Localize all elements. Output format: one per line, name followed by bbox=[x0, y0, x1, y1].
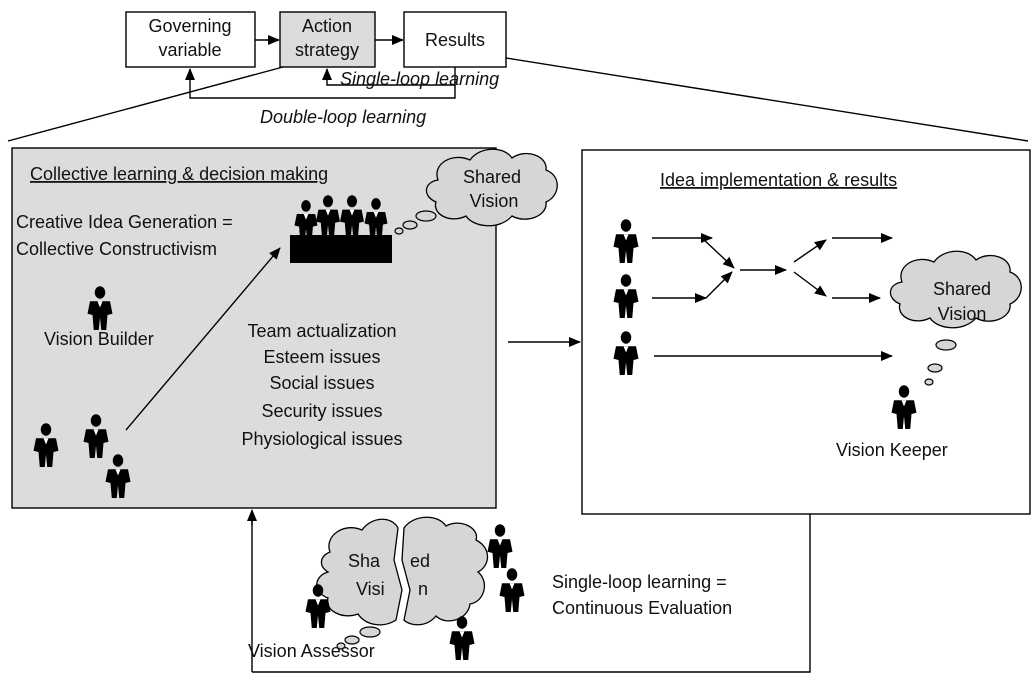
broken-cloud-text-right-1: ed bbox=[410, 551, 430, 571]
action-label-2: strategy bbox=[295, 40, 359, 60]
double-loop-arrow bbox=[185, 68, 456, 99]
action-strategy-box bbox=[279, 11, 376, 68]
cloud-right-text-2: Vision bbox=[938, 304, 987, 324]
cloud-right-text-1: Shared bbox=[933, 279, 991, 299]
assessor-person-icon-2 bbox=[499, 568, 525, 612]
broken-cloud-text-left-1: Sha bbox=[348, 551, 381, 571]
shared-vision-cloud-top bbox=[394, 148, 558, 235]
single-loop-arrow bbox=[322, 67, 456, 86]
results-box bbox=[403, 11, 507, 68]
governing-label-2: variable bbox=[158, 40, 221, 60]
governing-label-1: Governing bbox=[148, 16, 231, 36]
need-team-actualization: Team actualization bbox=[247, 321, 396, 341]
implementation-title: Idea implementation & results bbox=[660, 170, 897, 190]
need-security: Security issues bbox=[261, 401, 382, 421]
vision-builder-label: Vision Builder bbox=[44, 329, 154, 349]
double-loop-label: Double-loop learning bbox=[260, 107, 426, 127]
creative-idea-label-2: Collective Constructivism bbox=[16, 239, 217, 259]
governing-variable-box bbox=[125, 11, 256, 68]
cloud-top-text-1: Shared bbox=[463, 167, 521, 187]
vision-assessor-label: Vision Assessor bbox=[248, 641, 375, 661]
evaluation-label-1: Single-loop learning = bbox=[552, 572, 727, 592]
assessor-person-icon-4 bbox=[449, 616, 475, 660]
shared-vision-cloud-right bbox=[889, 250, 1022, 386]
evaluation-label-2: Continuous Evaluation bbox=[552, 598, 732, 618]
creative-idea-label-1: Creative Idea Generation = bbox=[16, 212, 233, 232]
cloud-top-text-2: Vision bbox=[470, 191, 519, 211]
flow-arrow-7 bbox=[793, 271, 827, 297]
growth-arrow bbox=[125, 247, 281, 431]
need-physiological: Physiological issues bbox=[241, 429, 402, 449]
broken-cloud-text-left-2: Visi bbox=[356, 579, 385, 599]
broken-cloud-text-right-2: n bbox=[418, 579, 428, 599]
action-label-1: Action bbox=[302, 16, 352, 36]
team-group-icon bbox=[290, 195, 392, 263]
need-esteem: Esteem issues bbox=[263, 347, 380, 367]
assessment-frame bbox=[251, 512, 811, 673]
assessor-person-icon-1 bbox=[487, 524, 513, 568]
flow-arrow-6 bbox=[793, 239, 827, 263]
flow-arrow-2 bbox=[701, 237, 735, 269]
flow-arrow-4 bbox=[705, 271, 733, 299]
implementation-panel bbox=[581, 149, 1031, 515]
need-social: Social issues bbox=[269, 373, 374, 393]
vision-keeper-label: Vision Keeper bbox=[836, 440, 948, 460]
perspective-line-right bbox=[505, 57, 1029, 142]
collective-title: Collective learning & decision making bbox=[30, 164, 328, 184]
single-loop-label: Single-loop learning bbox=[340, 69, 499, 89]
perspective-line-left bbox=[7, 66, 284, 142]
results-label: Results bbox=[425, 30, 485, 50]
broken-shared-vision-cloud bbox=[316, 516, 489, 650]
